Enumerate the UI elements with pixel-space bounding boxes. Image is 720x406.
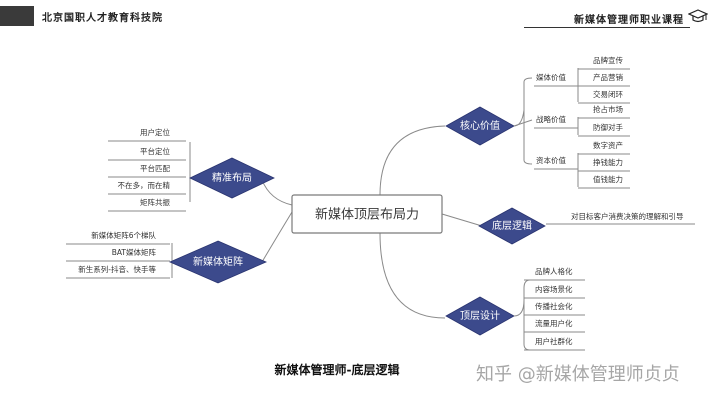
header-left: 北京国职人才教育科技院 [0, 6, 210, 26]
top-node-shape [445, 296, 515, 336]
core-item-0-1: 产品营销 [593, 72, 623, 82]
matrix-node-shape [169, 240, 267, 284]
diagram-caption: 新媒体管理师-底层逻辑 [274, 363, 400, 377]
bottom-node-shape [478, 207, 546, 245]
precise-leaf-2: 平台匹配 [140, 163, 170, 173]
top-leaf-2: 传播社会化 [535, 301, 573, 311]
core-group-label-2: 资本价值 [536, 155, 566, 165]
center-label: 新媒体顶层布局力 [315, 207, 419, 223]
header-course-title: 新媒体管理师职业课程 [574, 15, 684, 26]
header-right: 新媒体管理师职业课程 [524, 6, 714, 28]
precise-node-shape [189, 157, 275, 199]
top-leaf-0: 品牌人格化 [535, 266, 573, 276]
header-org-name: 北京国职人才教育科技院 [42, 12, 163, 24]
core-bracket-mid [513, 119, 533, 127]
core-node-shape [445, 106, 515, 146]
core-node-label: 核心价值 [460, 119, 500, 132]
matrix-leaf-2: 新生系列-抖音、快手等 [78, 264, 156, 274]
matrix-leaf-1: BAT媒体矩阵 [112, 247, 157, 257]
core-group-label-1: 战略价值 [536, 114, 566, 124]
center-to-bottom-line [441, 213, 483, 227]
core-item-1-1: 防御对手 [593, 122, 623, 132]
core-group-label-0: 媒体价值 [536, 72, 566, 82]
center-box [291, 194, 443, 234]
core-item-0-0: 品牌宣传 [593, 55, 623, 65]
precise-leaf-3: 不在多，而在精 [118, 180, 171, 190]
precise-leaf-1: 平台定位 [140, 146, 170, 156]
top-bracket-upper [513, 279, 531, 317]
core-item-0-2: 交易闭环 [593, 89, 623, 99]
bottom-node-label: 底层逻辑 [492, 219, 532, 232]
center-to-top-line [379, 232, 446, 319]
graduation-cap-icon [688, 9, 708, 23]
core-item-2-1: 挣钱能力 [593, 157, 623, 167]
precise-leaf-0: 用户定位 [140, 127, 170, 137]
watermark: 知乎 @新媒体管理师贞贞 [476, 364, 680, 385]
center-to-matrix-line [261, 211, 293, 263]
core-bracket-bottom [523, 110, 533, 165]
top-leaf-1: 内容场景化 [535, 284, 573, 294]
top-leaf-3: 流量用户化 [535, 318, 573, 328]
precise-node-label: 精准布局 [212, 171, 252, 184]
center-to-precise-line [261, 179, 293, 206]
center-to-core-line [379, 125, 446, 196]
core-item-1-0: 抢占市场 [593, 104, 623, 114]
core-bracket-top [513, 77, 533, 127]
top-leaf-4: 用户社群化 [535, 336, 573, 346]
bottom-leaf: 对目标客户消费决策的理解和引导 [571, 211, 684, 221]
core-item-2-0: 数字资产 [593, 140, 623, 150]
header-underline [524, 27, 690, 28]
top-node-label: 顶层设计 [460, 309, 500, 322]
header-color-block [0, 6, 34, 26]
matrix-node-label: 新媒体矩阵 [193, 255, 243, 268]
core-item-2-2: 值钱能力 [593, 174, 623, 184]
precise-leaf-4: 矩阵共振 [140, 197, 170, 207]
matrix-leaf-0: 新媒体矩阵6个梯队 [91, 230, 156, 240]
top-bracket-lower [523, 300, 531, 351]
